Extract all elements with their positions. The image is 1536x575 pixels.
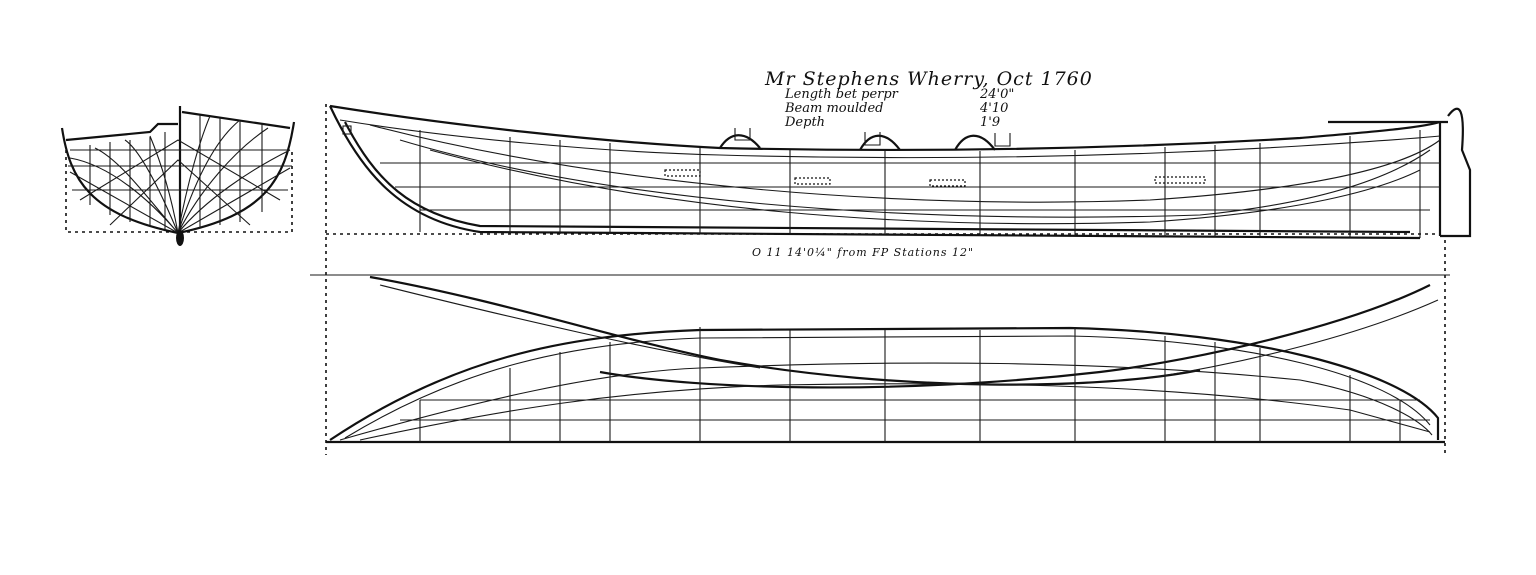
- sheer-profile: [325, 104, 1472, 455]
- body-plan: [60, 106, 296, 246]
- spec-value: 24'0": [980, 87, 1015, 102]
- spec-label: Beam moulded: [785, 101, 884, 116]
- drawing-title: Mr Stephens Wherry, Oct 1760: [765, 68, 1093, 90]
- spec-labels: Length bet perpr Beam moulded Depth: [785, 88, 898, 130]
- spec-value: 4'10: [980, 101, 1009, 116]
- spec-values: 24'0" 4'10 1'9: [980, 88, 1014, 130]
- spec-value: 1'9: [980, 115, 1001, 130]
- half-breadth-plan: [310, 274, 1450, 444]
- spec-label: Length bet perpr: [785, 87, 898, 102]
- spec-label: Depth: [785, 115, 826, 130]
- station-note: O 11 14'0¼" from FP Stations 12": [752, 246, 975, 259]
